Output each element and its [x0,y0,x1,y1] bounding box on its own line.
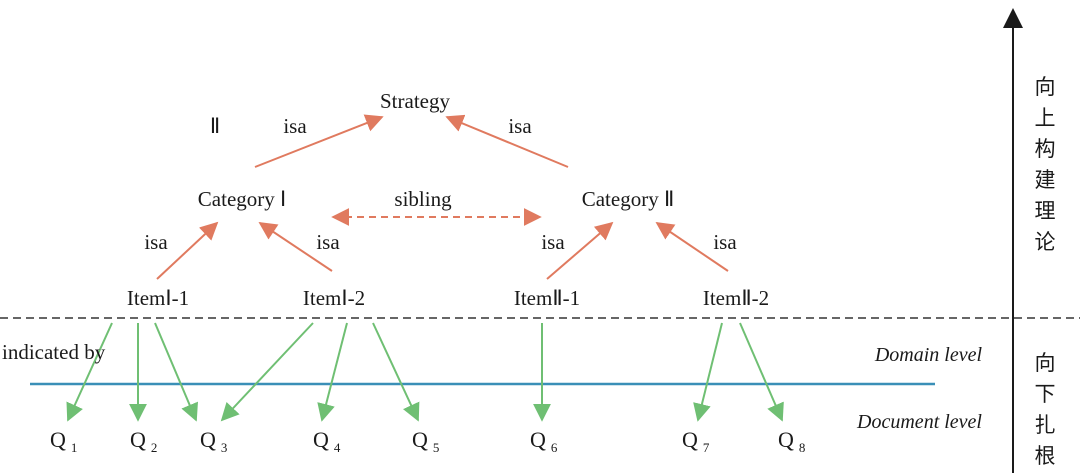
upward-char: 理 [1035,199,1056,223]
domain-level-label: Domain level [874,344,983,366]
indicator-arrow-q8 [739,322,784,422]
document-level-label: Document level [856,411,982,433]
roman-two-label: Ⅱ [210,114,220,138]
indicator-arrow-q5 [372,322,420,422]
upward-char: 论 [1035,230,1056,254]
isa-arrow-item21-cat2 [546,221,614,280]
node-item-2-2: ItemⅡ-2 [703,286,769,310]
node-item-1-2: ItemⅠ-2 [303,286,365,310]
isa-arrow-cat2-strategy [445,114,569,168]
indicator-arrow-q7 [693,322,723,422]
node-strategy: Strategy [380,89,450,113]
node-item-2-1: ItemⅡ-1 [514,286,580,310]
isa-arrow-item11-cat1 [156,221,219,280]
downward-char: 向 [1035,351,1056,375]
indicator-arrow-q3a [154,322,198,422]
downward-char: 根 [1035,444,1056,468]
node-category-1: Category Ⅰ [198,187,286,211]
edge-label-isa: isa [283,114,307,138]
downward-char: 下 [1035,382,1056,406]
edge-label-isa: isa [316,230,340,254]
upward-label: 向 上 构 建 理 论 [1035,75,1056,254]
downward-char: 扎 [1035,413,1056,437]
indicator-arrows [66,322,784,422]
isa-arrow-cat1-strategy [254,114,384,168]
upward-char: 构 [1035,137,1056,161]
indicator-arrow-q4 [317,322,348,422]
indicator-arrow-q1 [66,322,113,422]
upward-char: 上 [1035,106,1056,130]
edge-label-isa: isa [713,230,737,254]
indicated-by-label: indicated by [2,340,106,364]
node-category-2: Category Ⅱ [582,187,675,211]
edge-label-isa: isa [508,114,532,138]
edge-label-isa: isa [144,230,168,254]
node-item-1-1: ItemⅠ-1 [127,286,189,310]
edge-label-isa: isa [541,230,565,254]
indicator-arrow-q3b [220,322,314,422]
downward-label: 向 下 扎 根 [1035,351,1056,468]
isa-arrow-item22-cat2 [655,221,729,272]
isa-arrow-item12-cat1 [258,222,333,272]
isa-arrows [156,114,729,280]
upward-char: 向 [1035,75,1056,99]
edge-label-sibling: sibling [394,187,452,211]
upward-char: 建 [1035,168,1056,192]
